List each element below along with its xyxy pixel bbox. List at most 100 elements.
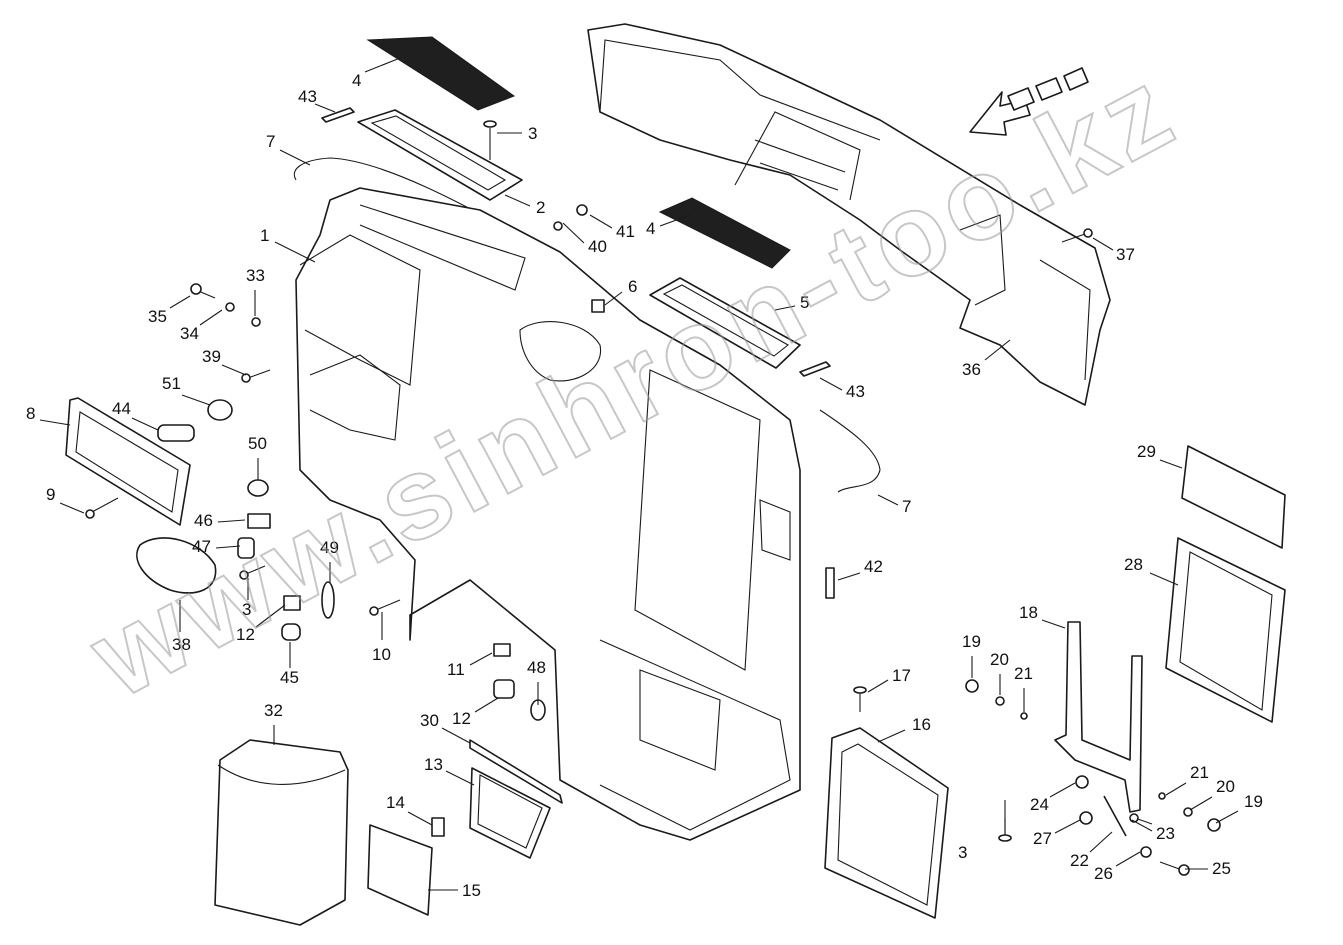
callout-c9: 9 — [46, 485, 55, 504]
leader-line-c23 — [1131, 819, 1153, 832]
callout-c44: 44 — [112, 399, 131, 418]
callout-c47: 47 — [192, 537, 211, 556]
part-35-bolt — [190, 283, 216, 299]
part-33-washer — [251, 317, 261, 327]
leader-line-c12b — [474, 697, 499, 713]
part-17-screw — [853, 686, 867, 712]
callout-c46: 46 — [194, 511, 213, 530]
leader-line-c35 — [169, 295, 191, 309]
part-36-upper-trim-panel — [587, 23, 1111, 406]
callout-c34: 34 — [180, 324, 199, 343]
callout-c20b: 20 — [1216, 777, 1235, 796]
callout-c21a: 21 — [1014, 664, 1033, 683]
part-9-screw — [85, 497, 119, 519]
callout-c18: 18 — [1019, 603, 1038, 622]
callout-c28: 28 — [1124, 555, 1143, 574]
part-12-switch-bottom — [493, 679, 515, 699]
leader-line-c12a — [255, 604, 286, 628]
part-16-lid — [824, 727, 949, 919]
callout-c20a: 20 — [990, 650, 1009, 669]
callout-c22: 22 — [1070, 851, 1089, 870]
leader-line-c46 — [217, 519, 246, 523]
leader-line-c26 — [1115, 851, 1141, 867]
direction-arrow-icon — [969, 67, 1089, 136]
callout-c49: 49 — [320, 538, 339, 557]
leader-line-c21b — [1165, 782, 1187, 796]
callout-c12b: 12 — [452, 709, 471, 728]
part-25-bolt — [1159, 861, 1190, 876]
part-41-nut — [576, 204, 588, 216]
callout-c4b: 4 — [646, 219, 655, 238]
part-14-clip — [431, 817, 445, 837]
callout-c40: 40 — [588, 237, 607, 256]
callout-c12a: 12 — [236, 625, 255, 644]
callout-c42: 42 — [864, 557, 883, 576]
part-50-disc — [247, 479, 269, 497]
part-18-bracket — [1054, 621, 1143, 813]
leader-line-c19b — [1215, 810, 1239, 824]
leader-line-c34 — [199, 309, 223, 326]
part-21-washer-bottom — [1158, 792, 1166, 800]
part-3-screw-left — [239, 565, 266, 580]
leader-line-c39 — [221, 364, 247, 376]
leader-line-c47 — [215, 545, 241, 549]
leader-line-c37 — [1092, 237, 1114, 251]
leader-line-c13 — [445, 770, 475, 786]
part-51-disc — [207, 399, 233, 421]
leader-line-c29 — [1159, 459, 1183, 469]
leader-line-c44 — [131, 417, 159, 431]
callout-c5: 5 — [800, 293, 809, 312]
part-44-switch — [157, 424, 195, 442]
part-15-lid — [367, 824, 433, 916]
leader-line-c28 — [1149, 572, 1179, 586]
callout-c13: 13 — [424, 755, 443, 774]
callout-c27: 27 — [1033, 829, 1052, 848]
part-27-nut — [1079, 811, 1093, 825]
part-32-box — [214, 739, 349, 926]
part-22-gas-strut — [1103, 795, 1127, 837]
callout-c16: 16 — [912, 715, 931, 734]
part-29-panel — [1181, 445, 1286, 549]
leader-line-c5 — [774, 305, 796, 311]
callout-c43b: 43 — [846, 382, 865, 401]
callout-c33: 33 — [246, 266, 265, 285]
part-20-washer-top — [995, 696, 1005, 706]
leader-line-c4a — [364, 57, 401, 73]
callout-c2: 2 — [536, 198, 545, 217]
part-43-strip-middle — [799, 361, 831, 377]
callout-c37: 37 — [1116, 245, 1135, 264]
callout-c17: 17 — [892, 666, 911, 685]
leader-line-c43a — [314, 103, 336, 113]
callout-c7b: 7 — [902, 497, 911, 516]
part-40-washer — [553, 221, 563, 231]
leader-line-c41 — [589, 214, 613, 229]
leader-line-c20b — [1189, 796, 1213, 811]
leader-line-c24 — [1049, 782, 1076, 798]
callout-c8: 8 — [26, 404, 35, 423]
leader-line-c8 — [39, 419, 71, 426]
leader-line-c40 — [562, 222, 585, 244]
callout-c14: 14 — [386, 793, 405, 812]
part-49-seal — [321, 581, 335, 619]
part-11-clip — [493, 643, 511, 657]
leader-line-c42 — [837, 572, 861, 581]
part-28-frame — [1165, 537, 1286, 723]
part-4-pad-top — [366, 36, 516, 111]
callout-c26: 26 — [1094, 864, 1113, 883]
part-46-bracket — [247, 513, 271, 529]
leader-line-c4b — [659, 214, 691, 227]
leader-line-c22 — [1089, 831, 1113, 853]
leader-line-c2 — [504, 194, 531, 207]
callout-c25: 25 — [1212, 859, 1231, 878]
leader-line-c7a — [279, 149, 311, 166]
callout-c41: 41 — [616, 222, 635, 241]
callout-c10: 10 — [372, 645, 391, 664]
callout-c24: 24 — [1030, 795, 1049, 814]
callout-c7a: 7 — [266, 132, 275, 151]
leader-line-c11 — [469, 652, 493, 666]
callout-c35: 35 — [148, 307, 167, 326]
part-42-label — [825, 567, 835, 599]
callout-c50: 50 — [248, 434, 267, 453]
part-24-nut — [1075, 775, 1089, 789]
